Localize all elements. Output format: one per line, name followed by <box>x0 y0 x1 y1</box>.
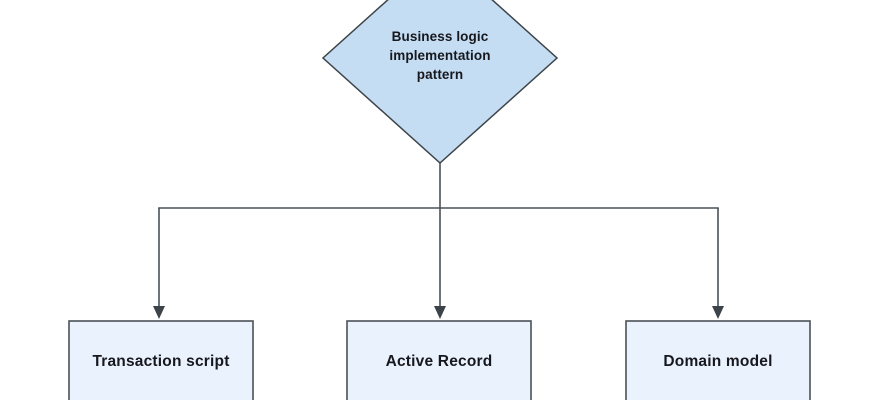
arrowhead-transaction-script <box>153 306 165 319</box>
arrowhead-active-record <box>434 306 446 319</box>
process-node-transaction-script[interactable] <box>68 320 254 400</box>
decision-node-business-logic-pattern[interactable] <box>321 0 559 165</box>
arrowhead-domain-model <box>712 306 724 319</box>
process-node-domain-model[interactable] <box>625 320 811 400</box>
connector-group <box>153 163 724 319</box>
process-node-active-record[interactable] <box>346 320 532 400</box>
